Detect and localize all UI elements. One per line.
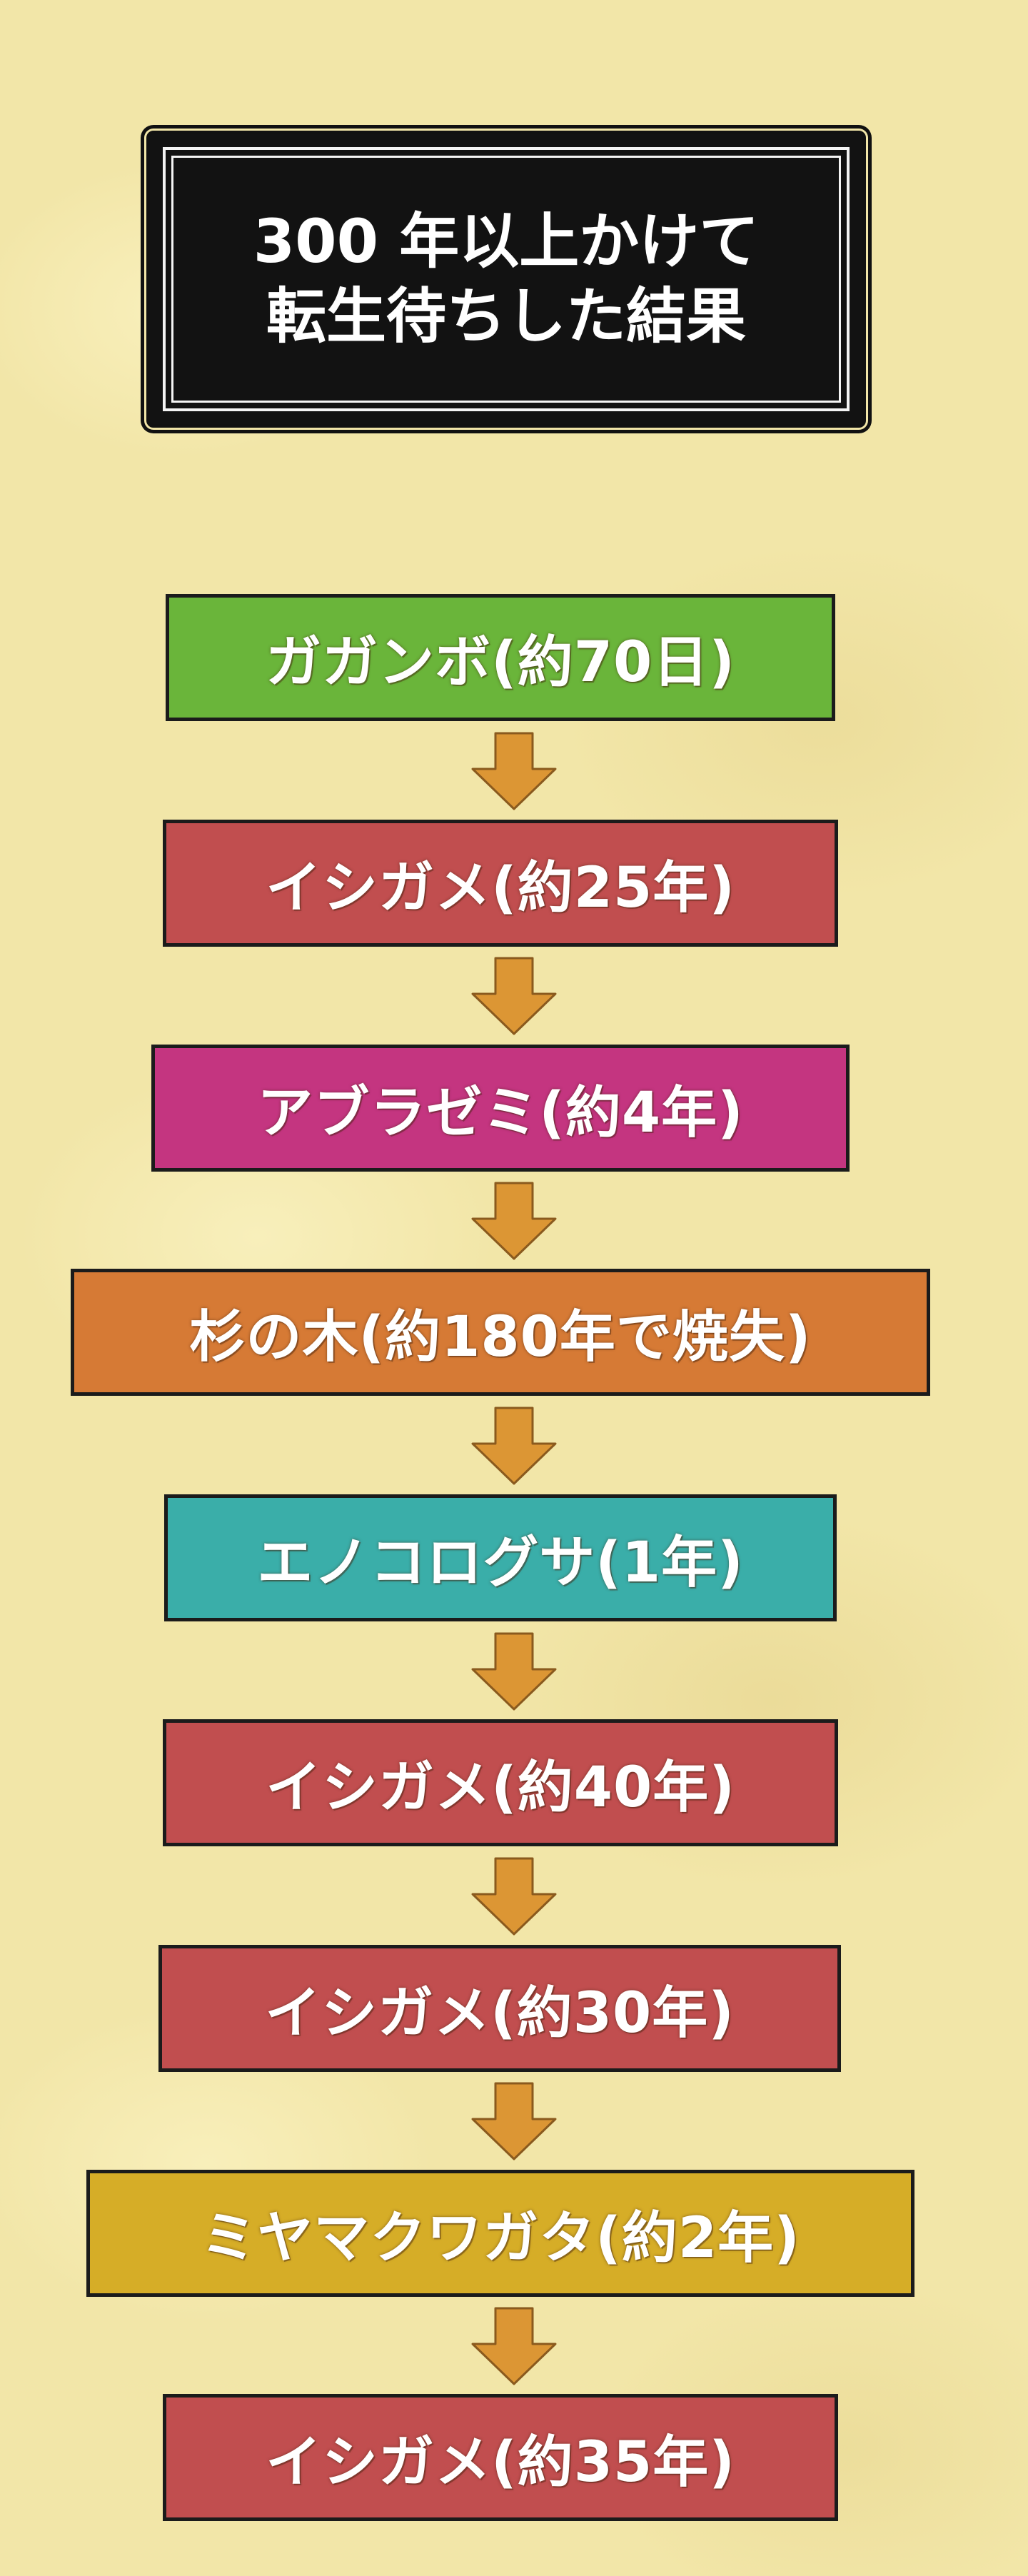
node-label: 杉の木(約180年で焼失) (189, 1305, 812, 1369)
node-enokorogusa: エノコログサ(1年) (164, 1494, 837, 1621)
node-ishigame-1: イシガメ(約25年) (163, 820, 838, 947)
title-line-2: 転生待ちした結果 (266, 281, 746, 351)
node-label: ミヤマクワガタ(約2年) (201, 2206, 800, 2270)
node-ishigame-2: イシガメ(約40年) (163, 1719, 838, 1846)
node-miyamakuwagata: ミヤマクワガタ(約2年) (86, 2170, 914, 2297)
title-line-1: 300 年以上かけて (253, 206, 760, 276)
node-label: イシガメ(約30年) (265, 1981, 735, 2046)
node-sugi: 杉の木(約180年で焼失) (71, 1269, 930, 1396)
node-aburazemi: アブラゼミ(約4年) (151, 1045, 850, 1172)
node-label: ガガンボ(約70日) (266, 630, 735, 695)
title-text: 300 年以上かけて 転生待ちした結果 (150, 134, 862, 424)
node-ishigame-3: イシガメ(約30年) (158, 1945, 841, 2072)
down-arrow-icon (471, 1407, 557, 1485)
down-arrow-icon (471, 1857, 557, 1936)
node-gaganbo: ガガンボ(約70日) (166, 594, 835, 721)
down-arrow-icon (471, 732, 557, 810)
down-arrow-icon (471, 1632, 557, 1711)
down-arrow-icon (471, 2082, 557, 2160)
title-box: 300 年以上かけて 転生待ちした結果 (146, 131, 866, 428)
node-label: イシガメ(約35年) (266, 2430, 735, 2495)
node-label: エノコログサ(1年) (257, 1531, 744, 1595)
down-arrow-icon (471, 2307, 557, 2385)
node-ishigame-4: イシガメ(約35年) (163, 2394, 838, 2521)
node-label: イシガメ(約25年) (266, 856, 735, 920)
node-label: アブラゼミ(約4年) (257, 1081, 744, 1145)
node-label: イシガメ(約40年) (266, 1756, 735, 1820)
down-arrow-icon (471, 1182, 557, 1260)
down-arrow-icon (471, 957, 557, 1035)
